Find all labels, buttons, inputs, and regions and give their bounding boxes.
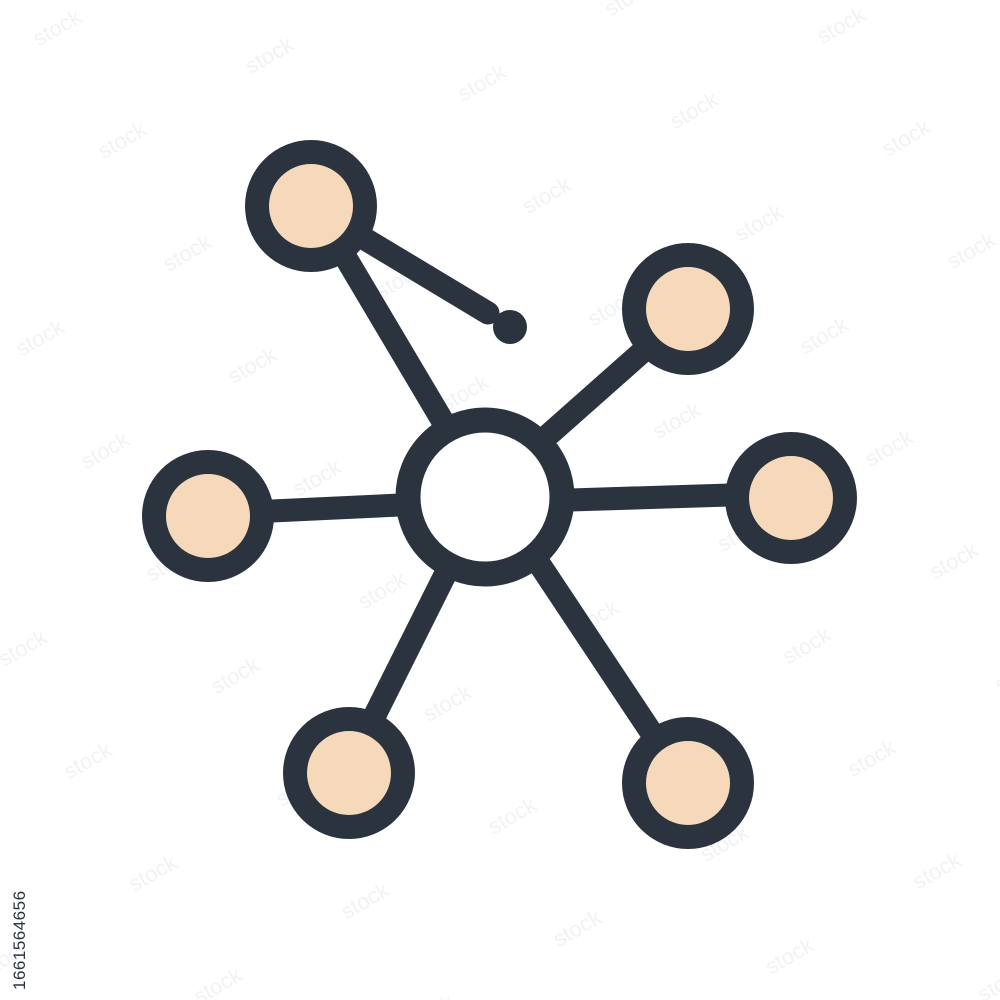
- node-top-right: [622, 243, 754, 375]
- spoke-top-right: [533, 333, 662, 450]
- spoke-top-left-branch: [348, 224, 500, 325]
- detached-dot: [493, 310, 527, 344]
- hub-node: [395, 407, 575, 587]
- spoke-top-left: [328, 236, 457, 437]
- node-bottom-right: [622, 717, 754, 849]
- node-bottom-left: [283, 707, 415, 839]
- spoke-bottom-left: [363, 563, 457, 727]
- node-top-left: [245, 140, 377, 272]
- stock-id-label: 1661564656: [10, 890, 29, 990]
- node-left: [142, 450, 274, 582]
- spoke-left: [260, 493, 412, 523]
- spoke-bottom-right: [528, 553, 667, 750]
- spoke-right: [558, 483, 742, 512]
- node-right: [725, 432, 857, 564]
